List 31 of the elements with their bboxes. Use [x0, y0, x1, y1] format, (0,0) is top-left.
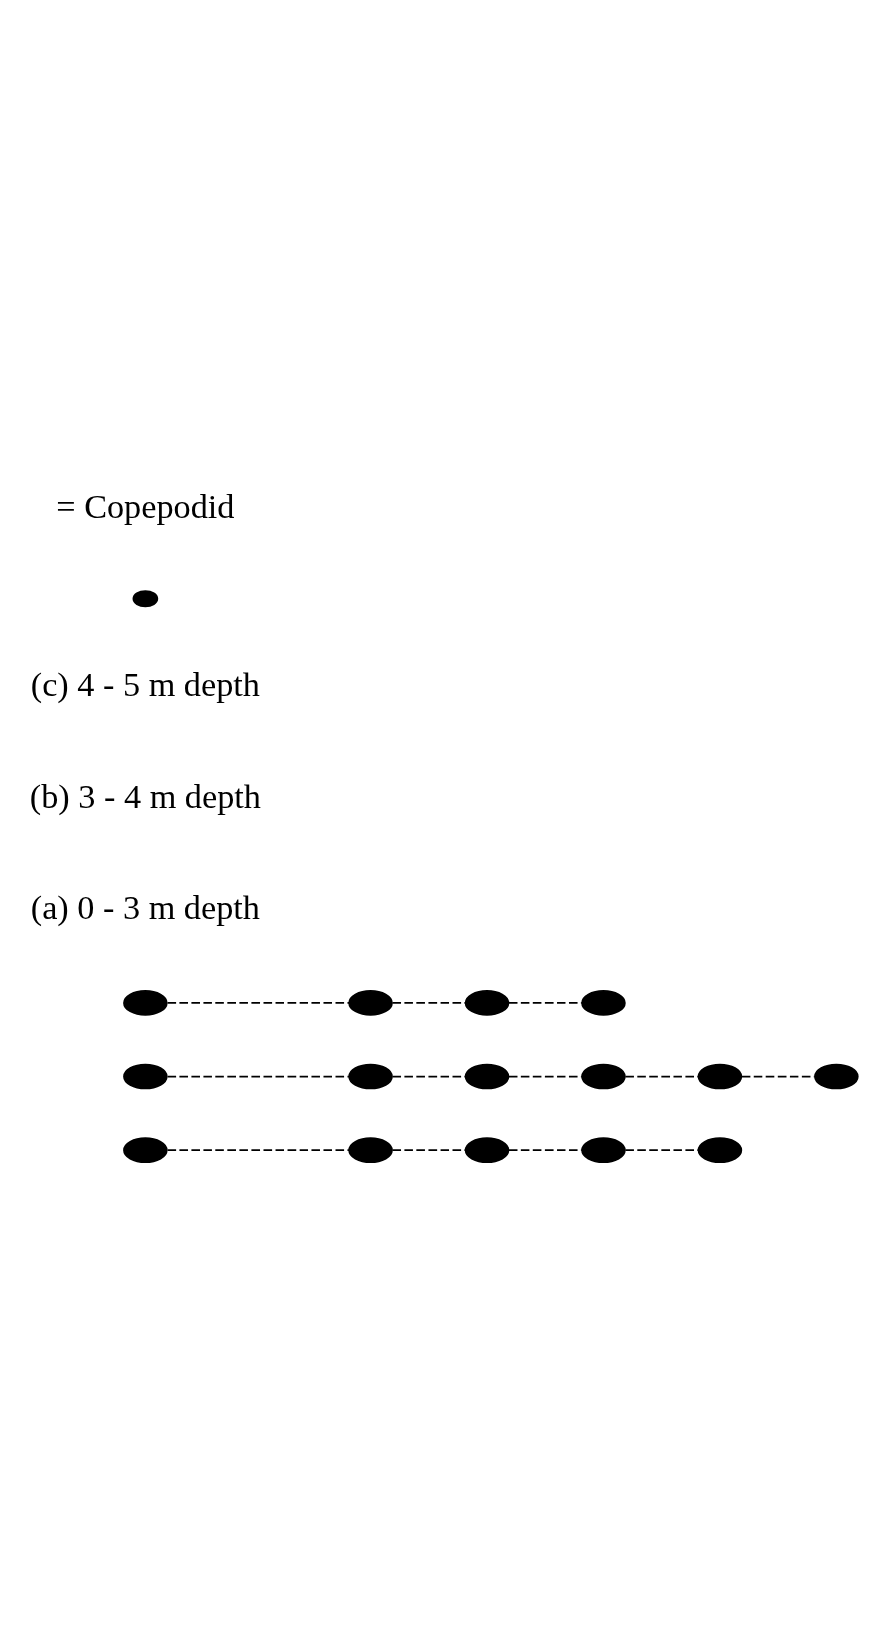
node-ellipse: [814, 1063, 859, 1090]
legend-label: = Copepodid: [56, 487, 235, 526]
connector: [166, 1149, 350, 1151]
node-ellipse: [464, 990, 510, 1016]
node-ellipse: [464, 1137, 510, 1163]
connector: [391, 1075, 467, 1078]
node-ellipse: [123, 1137, 168, 1163]
node-ellipse: [123, 990, 168, 1016]
connector: [508, 1075, 583, 1078]
node-ellipse: [581, 1137, 626, 1163]
connector: [741, 1075, 816, 1078]
connector: [166, 1075, 350, 1078]
node-ellipse: [697, 1063, 743, 1090]
node-ellipse: [464, 1063, 510, 1090]
connector: [391, 1149, 467, 1151]
node-ellipse: [581, 990, 626, 1016]
node-ellipse: [348, 1063, 393, 1090]
node-ellipse: [348, 1137, 393, 1163]
label: (b) 3 - 4 m depth: [29, 776, 261, 815]
label: (c) 4 - 5 m depth: [30, 665, 260, 704]
connector: [624, 1075, 700, 1078]
connector: [624, 1149, 700, 1151]
node-ellipse: [348, 990, 393, 1016]
node-ellipse: [123, 1063, 168, 1090]
connector: [508, 1002, 583, 1004]
connector: [508, 1149, 583, 1151]
node-ellipse: [581, 1063, 626, 1090]
connector: [166, 1002, 350, 1004]
connector: [391, 1002, 467, 1004]
node-ellipse: [697, 1137, 743, 1163]
label: (a) 0 - 3 m depth: [30, 887, 260, 926]
